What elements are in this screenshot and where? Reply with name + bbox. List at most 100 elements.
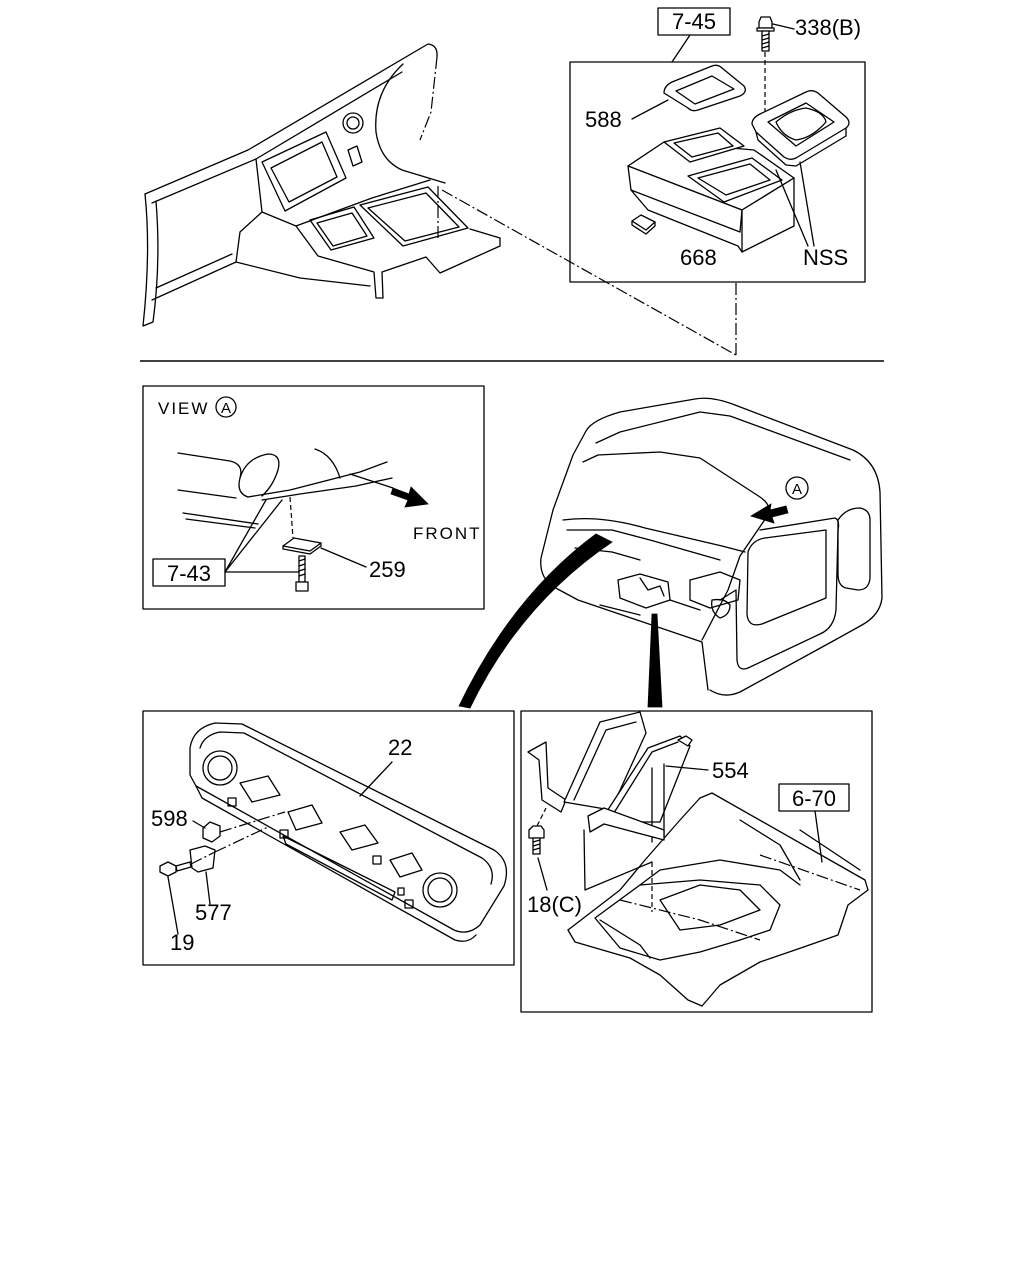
dash-panel-frame — [142, 710, 515, 966]
panel-center-column — [375, 63, 446, 184]
ref-7-45-text: 7-45 — [672, 9, 716, 34]
shift-boot-rim — [775, 107, 827, 141]
view-a-detail: VIEW A FRONT 259 7-43 — [142, 385, 485, 610]
cab-roof-inner — [595, 411, 851, 461]
console-tray-right-inner — [367, 192, 460, 242]
tray-588-leader — [631, 99, 669, 120]
cab-seat — [689, 571, 741, 609]
floor-pan-left-edge — [567, 797, 701, 931]
shift-boot-plate-edge — [755, 127, 847, 167]
bolt-18c-leader — [537, 857, 548, 891]
clip-598-axis — [219, 811, 286, 833]
cab-front-outline — [540, 430, 709, 691]
label-588: 588 — [585, 107, 622, 132]
bracket-259-edge — [282, 542, 322, 555]
label-577: 577 — [195, 900, 232, 925]
cab-drawing: A — [458, 397, 883, 709]
cab-door-panel — [746, 529, 827, 626]
instrument-panel-drawing — [142, 43, 737, 356]
panel-right-edge-hidden — [419, 56, 438, 141]
panel-lower-edge — [235, 211, 371, 287]
label-338b: 338(B) — [795, 15, 861, 40]
floor-bracket-detail: 554 18(C) 6-70 — [520, 710, 873, 1013]
label-22: 22 — [388, 735, 412, 760]
cab-windshield — [582, 451, 770, 641]
bracket-554-top-bolt — [677, 735, 693, 747]
floor-pan-tunnel — [594, 879, 781, 961]
view-a-title: VIEW — [158, 399, 209, 418]
panel-opening-2 — [287, 804, 323, 831]
label-nss: NSS — [803, 245, 848, 270]
screw-7-43-head — [295, 581, 309, 592]
tray-588 — [663, 64, 746, 112]
screw-19-shaft — [175, 861, 192, 872]
front-arrow-icon — [390, 486, 429, 508]
screw-7-43-threads — [298, 558, 306, 577]
label-668: 668 — [680, 245, 717, 270]
ref-7-43-leaders — [224, 499, 300, 573]
nss-leaders — [775, 161, 815, 247]
view-direction-arrow-icon — [750, 503, 789, 524]
panel-switch — [347, 145, 363, 167]
panel-inner-rim — [151, 71, 403, 204]
bracket-577 — [189, 845, 216, 873]
bracket-259 — [282, 537, 322, 552]
underside-contour-1 — [177, 452, 249, 498]
ref-7-45-leader — [671, 34, 691, 63]
bracket-554-mount — [527, 741, 567, 813]
console-side-face — [741, 177, 795, 253]
bracket-554-strut-right-inner — [611, 741, 679, 817]
panel-clips — [227, 797, 414, 909]
dash-panel-lower-edge — [195, 785, 477, 942]
label-598: 598 — [151, 806, 188, 831]
console-front-edge — [295, 225, 501, 299]
cab-floor-lines — [599, 589, 737, 616]
ref-6-70-text: 6-70 — [792, 786, 836, 811]
floor-detail-frame — [520, 710, 873, 1013]
bolt-338-shaft — [761, 30, 770, 52]
underside-contour-4 — [182, 512, 259, 529]
instrument-cluster — [261, 131, 347, 212]
clip-598 — [202, 821, 221, 843]
floor-pan-seat-box — [659, 884, 761, 931]
bracket-locator-lines — [583, 829, 653, 891]
label-19: 19 — [170, 930, 194, 955]
console-tray-left-inner — [316, 212, 368, 247]
dash-panel-top-contour — [199, 731, 493, 885]
console-tray-left — [309, 206, 375, 251]
bracket-259-axis — [289, 496, 294, 539]
bracket-259-leader — [320, 547, 367, 568]
ref-7-43-text: 7-43 — [167, 561, 211, 586]
bracket-554-leader — [665, 765, 709, 771]
panel-outer-rim — [144, 43, 438, 195]
underside-contour-3 — [177, 473, 394, 501]
dash-panel-22-leader — [359, 761, 393, 797]
panel-opening-1 — [239, 775, 281, 803]
callout-arrow-floor-bracket — [647, 613, 663, 708]
label-259: 259 — [369, 557, 406, 582]
console-rear-compartment-inner — [673, 132, 734, 158]
floor-pan-right-edge — [701, 889, 869, 1007]
console-callout-line — [441, 189, 737, 356]
front-direction-label: FRONT — [413, 524, 482, 543]
shift-boot-plate-inner — [767, 102, 835, 147]
panel-opening-3 — [339, 824, 379, 851]
screw-19-axis — [190, 826, 269, 865]
panel-left-sweep — [151, 253, 237, 301]
cab-side-window — [837, 507, 871, 591]
console-rear-compartment — [663, 127, 745, 163]
cab-console-bracket — [639, 577, 665, 597]
callout-arrow-dash-panel — [458, 533, 613, 709]
console-detail-frame — [569, 61, 866, 283]
tray-588-inner — [675, 75, 735, 105]
ref-6-70-leader — [814, 810, 823, 863]
pad-668-edge — [631, 220, 656, 235]
speaker-left — [202, 750, 238, 786]
console-front-compartment-inner — [697, 163, 771, 196]
panel-vent-inner — [346, 116, 360, 130]
panel-left-side — [142, 193, 159, 327]
console-detail: 7-45 338(B) 588 668 NSS — [569, 7, 866, 283]
floor-pan-top-edge — [699, 792, 869, 891]
cab-view-marker: A — [792, 481, 802, 498]
bracket-554-strut-left-inner — [573, 721, 637, 801]
